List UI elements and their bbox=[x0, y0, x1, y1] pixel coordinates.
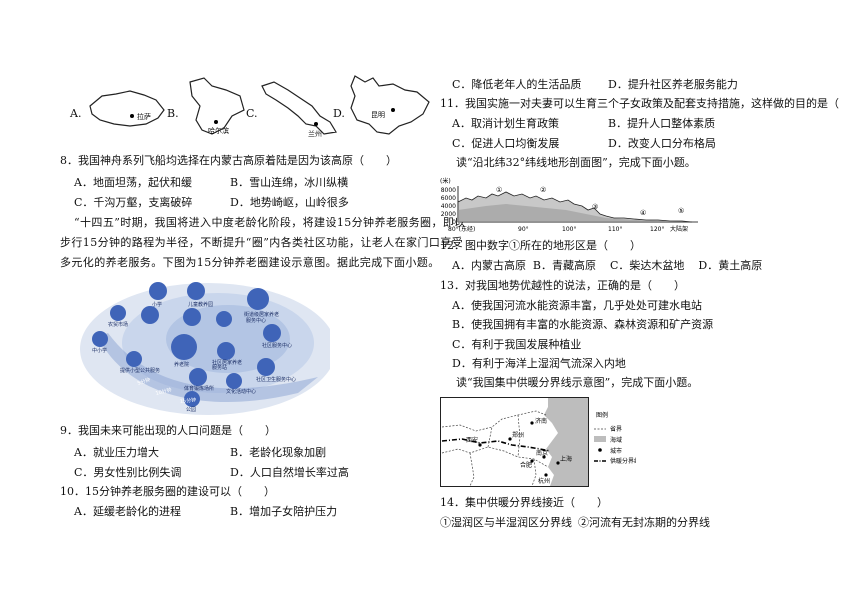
city-shanghai-label: 上海 bbox=[560, 455, 572, 463]
question-8-option-a: A．地面坦荡，起伏和缓 bbox=[74, 176, 192, 189]
city-hangzhou-label: 杭州 bbox=[538, 477, 550, 485]
svg-text:4000: 4000 bbox=[441, 203, 456, 210]
harbin-label: 哈尔滨 bbox=[208, 126, 229, 135]
city-hefei-label: 合肥 bbox=[520, 461, 532, 469]
question-13-option-a: A．使我国河流水能资源丰富，几乎处处可建水电站 bbox=[452, 299, 702, 312]
svg-text:0: 0 bbox=[452, 219, 456, 226]
gansu-outline-map: 兰州 bbox=[261, 81, 337, 138]
profile-marker-5: ⑤ bbox=[678, 207, 684, 215]
question-10-option-a: A．延缓老龄化的进程 bbox=[74, 505, 181, 518]
question-13-option-c: C．有利于我国发展种植业 bbox=[452, 338, 582, 351]
question-14-stem: 14．集中供暖分界线接近（ ） bbox=[440, 496, 608, 509]
svg-text:社区卫生服务中心: 社区卫生服务中心 bbox=[256, 376, 296, 383]
question-11-option-a: A．取消计划生育政策 bbox=[452, 117, 559, 130]
question-8-stem: 8．我国神舟系列飞船均选择在内蒙古高原着陆是因为该高原（ ） bbox=[60, 154, 397, 167]
passage-line-2: 步行15分钟的路程为半径，不断提升“圈”内各类社区功能，让老人在家门口享受 bbox=[60, 236, 464, 249]
svg-text:15分钟: 15分钟 bbox=[179, 396, 196, 405]
profile-intro-text: 读“沿北纬32°纬线地形剖面图”，完成下面小题。 bbox=[456, 156, 696, 169]
profile-marker-1: ① bbox=[496, 186, 502, 194]
question-10-option-d: D．提升社区养老服务能力 bbox=[608, 78, 738, 91]
tibet-outline-map: 拉萨 bbox=[89, 90, 165, 127]
question-11-option-c: C．促进人口均衡发展 bbox=[452, 137, 560, 150]
map-option-a-label: A. bbox=[70, 107, 82, 120]
continental-shelf-label: 大陆架 bbox=[670, 225, 688, 233]
svg-text:海域: 海域 bbox=[610, 436, 622, 444]
school-label: 小学 bbox=[152, 301, 162, 308]
profile-x-tick-100: 100° bbox=[562, 226, 576, 233]
market-label: 农贸市场 bbox=[108, 321, 128, 328]
svg-text:服务中心: 服务中心 bbox=[246, 317, 266, 324]
question-10-stem: 10．15分钟养老服务圈的建设可以（ ） bbox=[60, 485, 275, 498]
svg-text:2000: 2000 bbox=[441, 211, 456, 218]
heating-boundary-map: 济南 西安 郑州 南京 合肥 杭州 上海 图例 省界 海域 城市 供暖分界线 bbox=[440, 397, 636, 487]
city-jinan-label: 济南 bbox=[535, 417, 547, 425]
question-10-option-b: B．增加子女陪护压力 bbox=[230, 505, 338, 518]
profile-x-tick-120: 120° bbox=[650, 226, 664, 233]
profile-unit-label: (米) bbox=[440, 177, 451, 185]
nursing-home-label: 养老院 bbox=[174, 361, 189, 368]
question-12-options: A．内蒙古高原 B．青藏高原 C．柴达木盆地 D．黄土高原 bbox=[452, 259, 763, 272]
question-8-option-b: B．雪山连绵，冰川纵横 bbox=[230, 176, 349, 189]
city-nanjing-label: 南京 bbox=[536, 449, 548, 457]
question-11-stem: 11．我国实施一对夫妻可以生育三个子女政策及配套支持措施，这样做的目的是（ ） bbox=[440, 97, 860, 110]
question-10-option-c: C．降低老年人的生活品质 bbox=[452, 78, 582, 91]
svg-text:社区居家养老: 社区居家养老 bbox=[212, 359, 242, 366]
question-13-option-d: D．有利于海洋上湿润气流深入内地 bbox=[452, 357, 626, 370]
heat-map-intro-text: 读“我国集中供暖分界线示意图”，完成下面小题。 bbox=[456, 376, 699, 389]
question-9-option-a: A．就业压力增大 bbox=[74, 446, 159, 459]
map-option-d-label: D. bbox=[333, 107, 345, 120]
heilongjiang-outline-map: 哈尔滨 bbox=[189, 77, 245, 135]
profile-marker-3: ③ bbox=[592, 203, 598, 211]
profile-x-tick-110: 110° bbox=[608, 226, 622, 233]
profile-marker-4: ④ bbox=[640, 209, 646, 217]
map-option-c-label: C. bbox=[246, 107, 258, 120]
question-14-statement-1: ①湿润区与半湿润区分界线 bbox=[440, 516, 572, 529]
profile-marker-2: ② bbox=[540, 186, 546, 194]
svg-text:体育锻炼场所: 体育锻炼场所 bbox=[184, 385, 214, 392]
middle-school-label: 中小学 bbox=[92, 347, 107, 354]
svg-text:社区服务中心: 社区服务中心 bbox=[262, 342, 292, 349]
svg-text:8000: 8000 bbox=[441, 187, 456, 194]
svg-text:文化活动中心: 文化活动中心 bbox=[226, 388, 256, 395]
svg-text:服务站: 服务站 bbox=[212, 364, 227, 371]
profile-x-tick-80: 80°(东经) bbox=[448, 225, 475, 233]
kunming-label: 昆明 bbox=[371, 111, 385, 119]
passage-line-3: 多元化的养老服务。下图为15分钟养老圈建设示意图。据此完成下面小题。 bbox=[60, 256, 440, 269]
question-11-option-d: D．改变人口分布格局 bbox=[608, 137, 716, 150]
svg-text:提供小型公共服务: 提供小型公共服务 bbox=[120, 367, 160, 374]
svg-text:10分钟: 10分钟 bbox=[155, 386, 173, 397]
map-option-b-label: B. bbox=[167, 107, 179, 120]
question-9-option-b: B．老龄化现象加剧 bbox=[230, 446, 327, 459]
question-9-stem: 9．我国未来可能出现的人口问题是（ ） bbox=[60, 424, 276, 437]
question-9-option-c: C．男女性别比例失调 bbox=[74, 466, 182, 479]
legend-title: 图例 bbox=[596, 411, 608, 419]
profile-x-tick-90: 90° bbox=[518, 226, 529, 233]
question-8-option-c: C．千沟万壑，支离破碎 bbox=[74, 196, 193, 209]
svg-text:6000: 6000 bbox=[441, 195, 456, 202]
question-9-option-d: D．人口自然增长率过高 bbox=[230, 466, 349, 479]
svg-text:省界: 省界 bbox=[610, 425, 622, 433]
yunnan-outline-map: 昆明 bbox=[350, 75, 430, 135]
city-zhengzhou-label: 郑州 bbox=[512, 431, 524, 439]
svg-text:供暖分界线: 供暖分界线 bbox=[610, 457, 636, 465]
park-label: 公园 bbox=[186, 407, 196, 413]
street-care-center-label: 街道级居家养老 bbox=[244, 311, 279, 318]
elderly-care-circle-diagram: 小学 儿童教养园 街道级居家养老 服务中心 农贸市场 中小学 养老院 社区居家养… bbox=[68, 277, 330, 417]
city-xian-label: 西安 bbox=[466, 436, 478, 444]
question-13-stem: 13．对我国地势优越性的说法，正确的是（ ） bbox=[440, 279, 685, 292]
kindergarten-label: 儿童教养园 bbox=[188, 301, 213, 308]
passage-line-1: “十四五”时期，我国将进入中度老龄化阶段，将建设15分钟养老服务圈，即以 bbox=[74, 216, 466, 229]
svg-text:城市: 城市 bbox=[610, 447, 622, 455]
question-14-statement-2: ②河流有无封冻期的分界线 bbox=[578, 516, 710, 529]
svg-text:5分钟: 5分钟 bbox=[136, 376, 151, 387]
question-13-option-b: B．使我国拥有丰富的水能资源、森林资源和矿产资源 bbox=[452, 318, 714, 331]
map-legend: 图例 省界 海域 城市 供暖分界线 bbox=[594, 411, 636, 465]
question-11-option-b: B．提升人口整体素质 bbox=[608, 117, 716, 130]
terrain-profile-figure: (米) 8000 6000 4000 2000 0 ① ② ③ ④ ⑤ 80°(… bbox=[440, 177, 698, 233]
lhasa-label: 拉萨 bbox=[137, 112, 151, 121]
question-8-option-d: D．地势崎岖，山岭很多 bbox=[230, 196, 349, 209]
question-12-stem: 12．图中数字①所在的地形区是（ ） bbox=[440, 239, 641, 252]
lanzhou-label: 兰州 bbox=[308, 129, 322, 138]
